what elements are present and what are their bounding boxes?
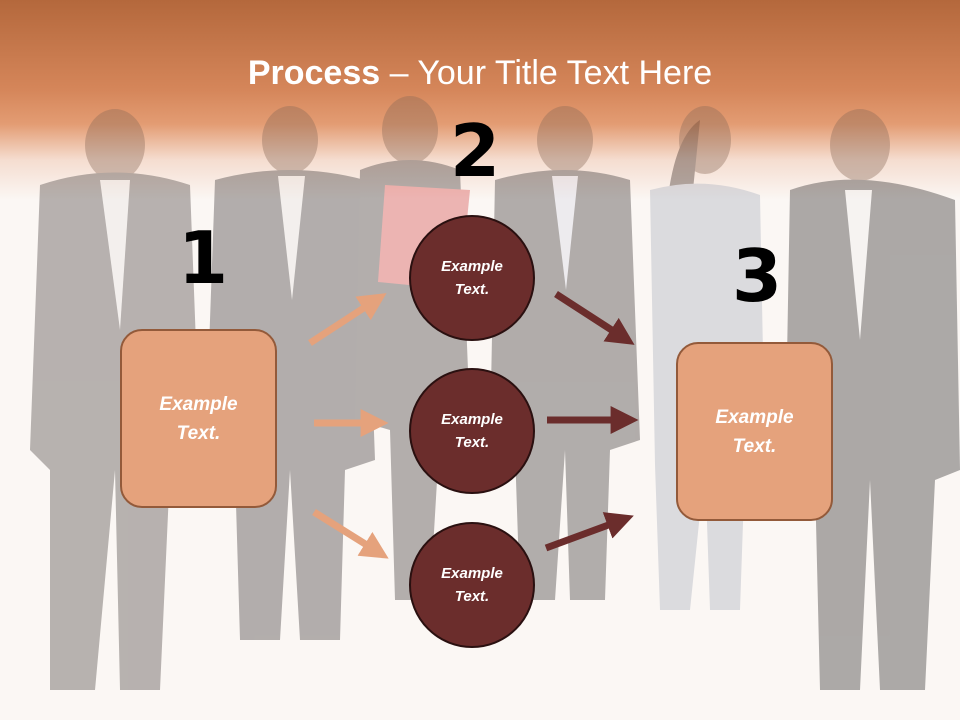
step-number-2: 2: [450, 109, 501, 193]
arrow-left-to-top: [308, 293, 387, 346]
left-text-box: Example Text.: [120, 329, 277, 508]
circle-middle: Example Text.: [409, 368, 535, 494]
arrow-top-to-right: [554, 291, 635, 345]
right-text-box: Example Text.: [676, 342, 833, 521]
header-band: [0, 0, 960, 200]
slide-title: Process – Your Title Text Here: [0, 54, 960, 93]
circle-bottom: Example Text.: [409, 522, 535, 648]
circle-top: Example Text.: [409, 215, 535, 341]
arrow-bottom-to-right: [544, 512, 634, 552]
title-bold: Process: [247, 54, 381, 92]
title-rest: – Your Title Text Here: [380, 54, 713, 92]
step-number-1: 1: [178, 216, 229, 300]
step-number-3: 3: [732, 234, 783, 318]
arrow-left-to-bottom: [312, 509, 389, 559]
